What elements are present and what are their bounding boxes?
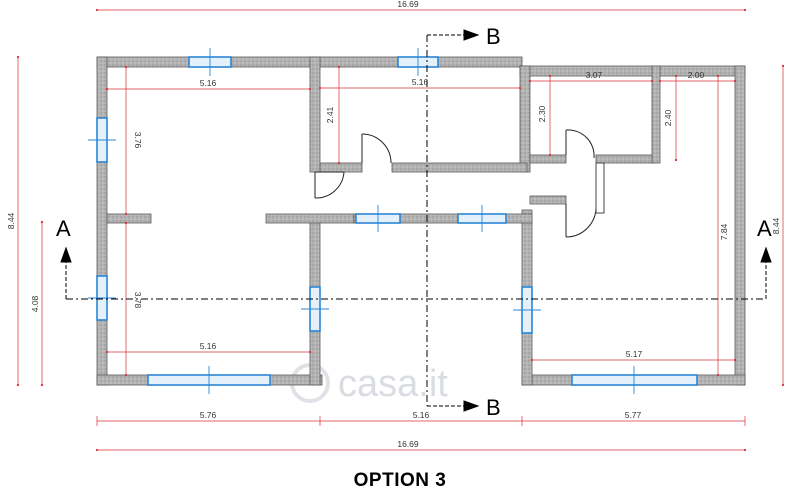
dim-room1-width-top: 5.16 (200, 78, 217, 88)
plan-caption: OPTION 3 (353, 470, 447, 491)
door-frame (595, 162, 605, 214)
dim-bottom-mid: 5.16 (413, 410, 430, 420)
dim-left-lower: 4.08 (30, 295, 40, 312)
dim-room2-height: 2.41 (325, 106, 335, 123)
door (314, 171, 345, 199)
walls (96, 56, 746, 386)
doors (314, 129, 605, 238)
section-labels: A A B B (56, 24, 772, 420)
section-lines (66, 35, 766, 406)
dim-right-overall: 8.44 (771, 217, 781, 234)
dim-overall-top: 16.69 (397, 0, 419, 9)
dim-room3-height: 2.30 (537, 105, 547, 122)
door (361, 133, 392, 164)
dim-room4-height: 2.40 (663, 109, 673, 126)
watermark-text: casa.it (338, 363, 448, 405)
dim-room5-width: 5.17 (626, 349, 643, 359)
dim-room5-height: 7.84 (719, 223, 729, 240)
window-crosshairs (88, 48, 635, 394)
watermark: casa.it (290, 363, 448, 405)
dim-bottom-right: 5.77 (625, 410, 642, 420)
section-label-a-left: A (56, 216, 71, 241)
dim-left-overall: 8.44 (6, 212, 16, 229)
door (565, 204, 597, 238)
windows (96, 56, 698, 386)
dim-room1-width-bottom: 5.16 (200, 341, 217, 351)
dim-room2-width: 5.16 (412, 77, 429, 87)
door (565, 129, 595, 159)
section-label-a-right: A (757, 216, 772, 241)
dim-overall-bottom: 16.69 (397, 439, 419, 449)
dim-room3-width: 3.07 (586, 70, 603, 80)
section-label-b-bottom: B (486, 395, 501, 420)
dim-room1-height-lower: 3.78 (133, 292, 143, 309)
window (571, 374, 698, 386)
dim-room4-width: 2.00 (688, 70, 705, 80)
dim-room1-height-upper: 3.76 (133, 132, 143, 149)
dim-bottom-left: 5.76 (200, 410, 217, 420)
section-arrows (60, 29, 772, 412)
section-label-b-top: B (486, 24, 501, 49)
dimension-lines (16, 8, 785, 452)
dimension-labels: 16.69 16.69 5.76 5.16 5.77 8.44 4.08 8.4… (6, 0, 781, 449)
